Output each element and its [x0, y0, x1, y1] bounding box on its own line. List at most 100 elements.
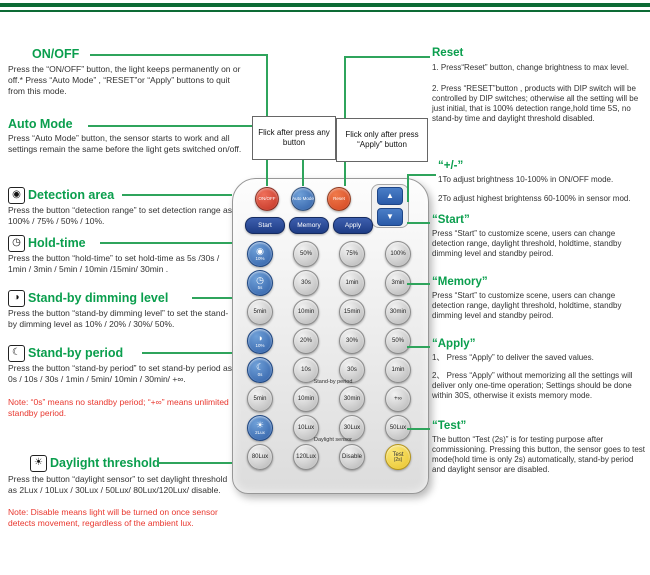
start-button[interactable]: Start [245, 217, 285, 234]
test-title: “Test” [432, 420, 467, 432]
header-rule-bottom [0, 10, 650, 12]
brightness-up-button[interactable]: ▲ [377, 186, 403, 205]
connector-line [407, 222, 430, 224]
remote-button-15min-r2[interactable]: 15min [339, 299, 365, 325]
test-button[interactable]: Test(2s) [385, 444, 411, 470]
connector-line [142, 352, 232, 354]
hold-time-icon: ◷ [256, 274, 264, 285]
daylight-threshold-title: Daylight threshold [50, 456, 160, 470]
start-title: “Start” [432, 214, 470, 226]
connector-line [407, 346, 430, 348]
daylight-threshold-note: Note: Disable means light will be turned… [8, 507, 218, 528]
remote-button-10min-r5[interactable]: 10min [293, 386, 319, 412]
memory-title: “Memory” [432, 276, 488, 288]
auto-mode-description: Press “Auto Mode” button, the sensor sta… [8, 133, 242, 154]
remote-button-30s-r4[interactable]: 30s [339, 357, 365, 383]
daylight-sensor-group-label: Daylight sensor [314, 437, 352, 443]
detection-area-description: Press the button “detection range” to se… [8, 205, 232, 226]
remote-button-50-r0[interactable]: 50% [293, 241, 319, 267]
connector-line [344, 56, 430, 58]
apply-title: “Apply” [432, 338, 476, 350]
standby-period-description: Press the button “stand-by period” to se… [8, 363, 232, 384]
memory-button[interactable]: Memory [289, 217, 329, 234]
remote-button-1min-r4[interactable]: 1min [385, 357, 411, 383]
remote-button-30min-r2[interactable]: 30min [385, 299, 411, 325]
connector-line [407, 428, 430, 430]
remote-button-1min-r1[interactable]: 1min [339, 270, 365, 296]
standby-dimming-button[interactable]: ◑10% [247, 328, 273, 354]
reset-item-2: 2. Press “RESET”button , products with D… [432, 84, 639, 123]
remote-button-20-r3[interactable]: 20% [293, 328, 319, 354]
start-description: Press “Start” to customize scene, users … [432, 229, 622, 258]
remote-button-30s-r1[interactable]: 30s [293, 270, 319, 296]
standby-dimming-title: Stand-by dimming level [28, 291, 169, 305]
connector-line [88, 125, 304, 127]
hold-time-title: Hold-time [28, 236, 86, 250]
standby-period-note: Note: “0s” means no standby period; “+∞”… [8, 397, 229, 418]
remote-button-3min-r1[interactable]: 3min [385, 270, 411, 296]
standby-dimming-icon: ◑ [257, 332, 263, 343]
connector-line [90, 54, 268, 56]
onoff-button[interactable]: ON/OFF [255, 187, 279, 211]
detection-area-icon: ◉ [8, 187, 25, 204]
icon-sub-label: 10% [255, 255, 265, 261]
standby-period-button[interactable]: ☾0s [247, 357, 273, 383]
remote-button-5min-r2[interactable]: 5min [247, 299, 273, 325]
remote-button-10s-r4[interactable]: 10s [293, 357, 319, 383]
hold-time-icon: ◷ [8, 235, 25, 252]
remote-button-120lux-r7[interactable]: 120Lux [293, 444, 319, 470]
remote-button-10lux-r6[interactable]: 10Lux [293, 415, 319, 441]
brightness-updown-pad: ▲ ▼ [371, 184, 409, 228]
standby-period-title: Stand-by period [28, 346, 124, 360]
hold-time-button[interactable]: ◷5s [247, 270, 273, 296]
standby-period-icon: ☾ [8, 345, 25, 362]
remote-button-75-r0[interactable]: 75% [339, 241, 365, 267]
connector-line [407, 174, 436, 176]
remote-button-5min-r5[interactable]: 5min [247, 386, 273, 412]
connector-line [192, 297, 232, 299]
plus-minus-item-1: 1To adjust brightness 10-100% in ON/OFF … [438, 175, 614, 184]
brightness-down-button[interactable]: ▼ [377, 207, 403, 226]
detection-range-button[interactable]: ◉10% [247, 241, 273, 267]
standby-dimming-description: Press the button “stand-by dimming level… [8, 308, 229, 329]
icon-sub-label: 2Lux [255, 429, 265, 435]
remote-button-10min-r2[interactable]: 10min [293, 299, 319, 325]
standby-period-icon: ☾ [255, 361, 265, 372]
callout-flick-any-button: Flick after press any button [252, 116, 336, 160]
auto-mode-button[interactable]: Auto Mode [291, 187, 315, 211]
remote-button-30-r3[interactable]: 30% [339, 328, 365, 354]
auto-mode-title: Auto Mode [8, 117, 73, 131]
remote-button-30min-r5[interactable]: 30min [339, 386, 365, 412]
daylight-threshold-description: Press the button “daylight sensor” to se… [8, 474, 228, 495]
apply-button[interactable]: Apply [333, 217, 373, 234]
remote-button-50-r3[interactable]: 50% [385, 328, 411, 354]
remote-control: ON/OFF Auto Mode Reset ▲ ▼ Start Memory … [232, 178, 429, 494]
remote-button-disable-r7[interactable]: Disable [339, 444, 365, 470]
reset-title: Reset [432, 47, 464, 59]
icon-sub-label: 0s [257, 371, 263, 377]
daylight-threshold-button[interactable]: ☀2Lux [247, 415, 273, 441]
connector-line [122, 194, 232, 196]
reset-button[interactable]: Reset [327, 187, 351, 211]
on-off-title: ON/OFF [32, 47, 80, 61]
connector-line [158, 462, 232, 464]
icon-sub-label: 10% [255, 342, 265, 348]
reset-item-1: 1. Press“Reset” button, change brightnes… [432, 63, 629, 72]
header-rule-top [0, 3, 650, 7]
test-button-label: Test [392, 451, 404, 458]
connector-line [407, 283, 430, 285]
remote-button-100-r0[interactable]: 100% [385, 241, 411, 267]
plus-minus-item-2: 2To adjust highest brightenss 60-100% in… [438, 194, 631, 203]
daylight-threshold-icon: ☀ [30, 455, 47, 472]
standby-dimming-icon: ◑ [8, 290, 25, 307]
detection-range-icon: ◉ [256, 245, 264, 256]
icon-sub-label: 5s [257, 284, 263, 290]
remote-button-80lux-r7[interactable]: 80Lux [247, 444, 273, 470]
plus-minus-title: “+/-” [438, 160, 464, 172]
remote-button--r5[interactable]: +∞ [385, 386, 411, 412]
connector-line [407, 174, 409, 202]
standby-period-group-label: Stand-by period [313, 379, 353, 385]
remote-button-30lux-r6[interactable]: 30Lux [339, 415, 365, 441]
apply-item-2: 2、 Press “Apply” without memorizing all … [432, 371, 633, 400]
